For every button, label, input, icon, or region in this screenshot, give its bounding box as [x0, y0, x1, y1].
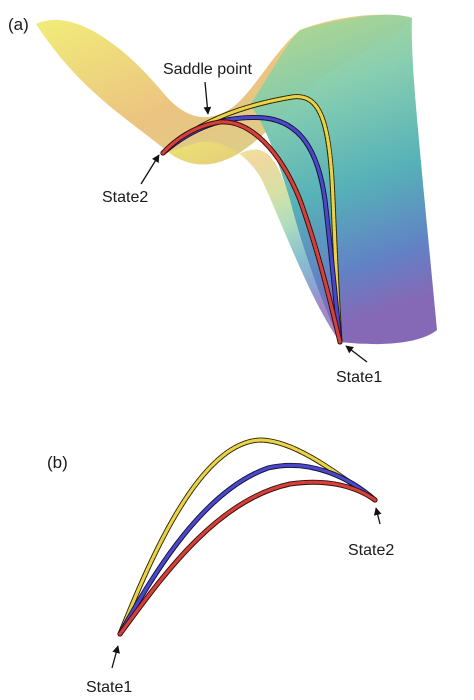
state1-label-b: State1 — [86, 679, 132, 696]
panel-b-label: (b) — [47, 453, 68, 472]
panel-a-red-path — [161, 120, 342, 344]
state2-label-a: State2 — [102, 189, 148, 206]
state1-arrow-a — [345, 345, 368, 363]
state1-arrow-b — [111, 645, 120, 669]
state2-arrow-b — [373, 507, 382, 525]
panel-b-red-path — [118, 480, 377, 636]
paths-panel-b — [117, 437, 378, 637]
state2-label-b: State2 — [348, 542, 394, 559]
panel-b-yellow-path — [118, 438, 377, 636]
paths-panel-a — [160, 94, 343, 345]
panel-b-yellow-path-outline — [117, 437, 378, 637]
saddle-point-label: Saddle point — [163, 61, 253, 78]
panel-b-blue-path — [118, 463, 377, 636]
panel-b-red-path-outline — [117, 479, 378, 637]
panel-a-yellow-path — [161, 95, 342, 344]
state2-arrow-a — [140, 154, 160, 185]
panel-b: (b) State2 State1 — [47, 437, 394, 696]
saddle-point-arrow — [203, 81, 212, 115]
panel-a-label: (a) — [8, 15, 29, 34]
state1-label-a: State1 — [336, 369, 382, 386]
panel-a: (a) Saddle point State2 State1 — [8, 14, 437, 386]
